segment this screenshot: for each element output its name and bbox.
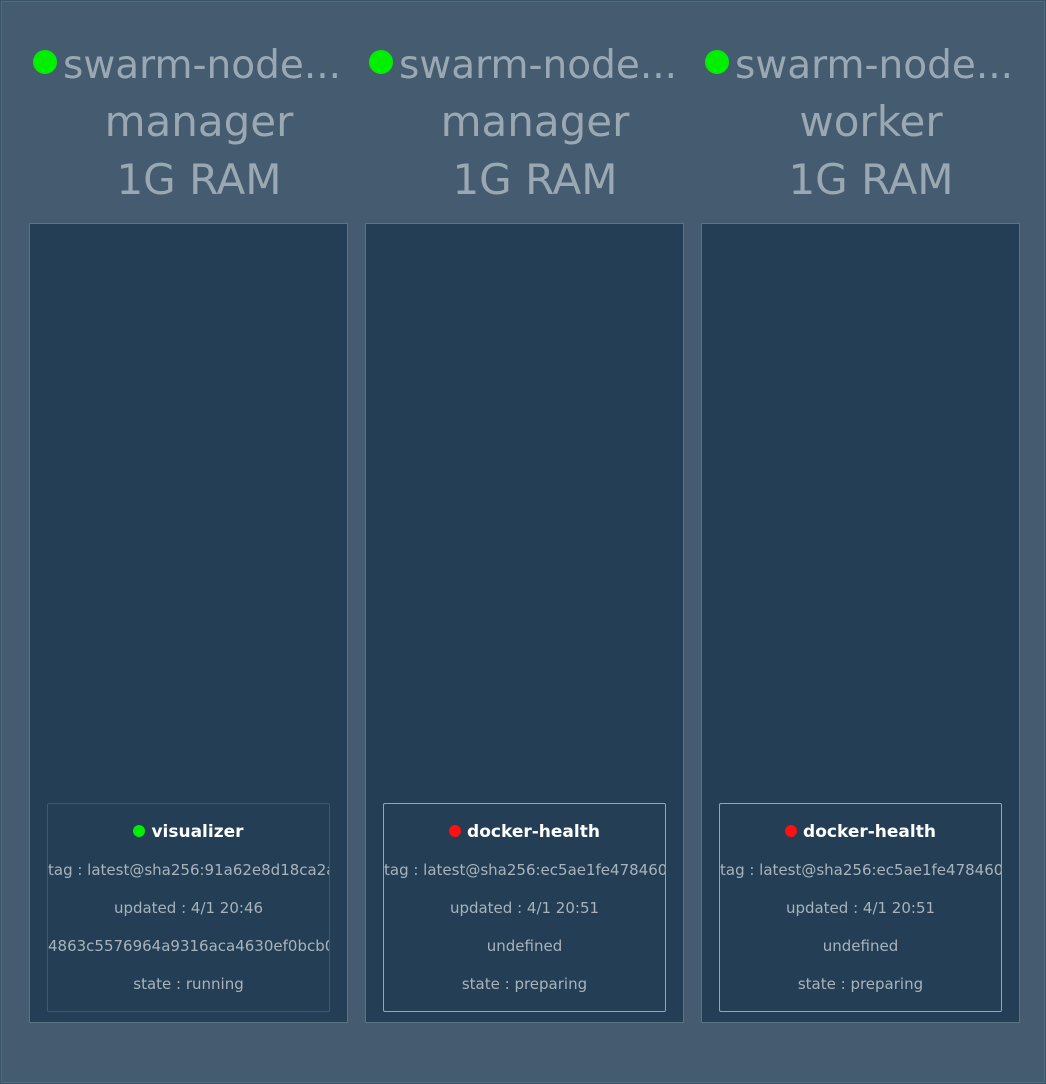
task-updated: updated : 4/1 20:51	[785, 899, 936, 917]
task-state: state : preparing	[797, 975, 924, 993]
task-updated: updated : 4/1 20:46	[113, 899, 264, 917]
task-name: docker-health	[803, 822, 936, 842]
task-status-dot-icon	[785, 825, 798, 837]
task-status-dot-icon	[133, 825, 146, 837]
task-card[interactable]: docker-health tag : latest@sha256:ec5ae1…	[719, 803, 1002, 1012]
node-role: manager	[440, 97, 630, 146]
node-ram: 1G RAM	[452, 155, 618, 204]
task-title: visualizer	[48, 821, 329, 843]
task-tag: tag : latest@sha256:91a62e8d18ca2a	[48, 861, 329, 879]
task-name: visualizer	[151, 822, 244, 842]
node-role: manager	[104, 97, 294, 146]
task-card[interactable]: visualizer tag : latest@sha256:91a62e8d1…	[47, 803, 330, 1012]
node-name: swarm-node...	[399, 43, 678, 88]
node-task-area: docker-health tag : latest@sha256:ec5ae1…	[701, 223, 1020, 1023]
node-header: swarm-node... manager 1G RAM	[31, 39, 367, 209]
task-updated: updated : 4/1 20:51	[449, 899, 600, 917]
task-tag: tag : latest@sha256:ec5ae1fe478460	[384, 861, 665, 879]
node-task-area: docker-health tag : latest@sha256:ec5ae1…	[365, 223, 684, 1023]
task-state: state : preparing	[461, 975, 588, 993]
node-role: worker	[799, 97, 943, 146]
node-header: swarm-node... worker 1G RAM	[703, 39, 1039, 209]
node-name: swarm-node...	[735, 43, 1014, 88]
node-name: swarm-node...	[63, 43, 342, 88]
task-info: 4863c5576964a9316aca4630ef0bcb0	[48, 937, 329, 955]
task-status-dot-icon	[449, 825, 462, 837]
node-name-row: swarm-node...	[367, 39, 703, 93]
task-card[interactable]: docker-health tag : latest@sha256:ec5ae1…	[383, 803, 666, 1012]
node-name-row: swarm-node...	[31, 39, 367, 93]
task-info: undefined	[822, 937, 899, 955]
node-ram: 1G RAM	[788, 155, 954, 204]
task-title: docker-health	[720, 821, 1001, 843]
task-tag: tag : latest@sha256:ec5ae1fe478460	[720, 861, 1001, 879]
node-status-dot-icon	[705, 49, 729, 74]
node-header: swarm-node... manager 1G RAM	[367, 39, 703, 209]
node-ram: 1G RAM	[116, 155, 282, 204]
node-status-dot-icon	[33, 49, 57, 74]
node-task-area: visualizer tag : latest@sha256:91a62e8d1…	[29, 223, 348, 1023]
node-status-dot-icon	[369, 49, 393, 74]
node-name-row: swarm-node...	[703, 39, 1039, 93]
task-state: state : running	[133, 975, 244, 993]
task-title: docker-health	[384, 821, 665, 843]
task-name: docker-health	[467, 822, 600, 842]
task-info: undefined	[486, 937, 563, 955]
